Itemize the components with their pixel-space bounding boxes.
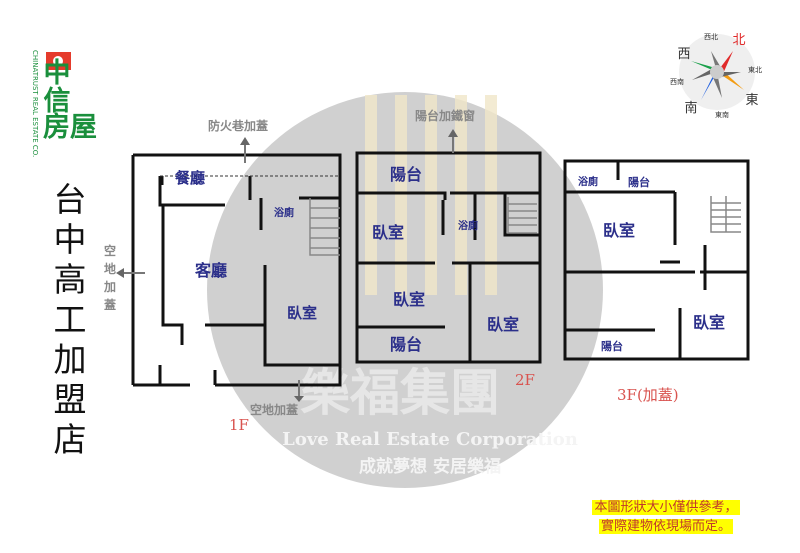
- room-bath: 浴廁: [578, 175, 598, 188]
- svg-text:西: 西: [677, 47, 690, 62]
- room-bedroom: 臥室: [693, 313, 725, 332]
- annotation-front-yard: 空地加蓋: [250, 402, 298, 417]
- svg-text:東北: 東北: [748, 65, 762, 74]
- room-labels: 餐廳 浴廁 客廳 臥室 陽台 臥室 浴廁 臥室 陽台 臥室 浴廁 陽台 臥室 陽…: [175, 165, 725, 354]
- walls: [131, 151, 750, 387]
- disclaimer: 本圖形狀大小僅供參考， 實際建物依現場而定。: [556, 498, 776, 536]
- room-balcony: 陽台: [390, 335, 422, 354]
- room-bedroom: 臥室: [393, 290, 425, 309]
- annotation-fire-lane: 防火巷加蓋: [208, 118, 268, 133]
- svg-text:西北: 西北: [704, 33, 718, 41]
- disclaimer-line-2: 實際建物依現場而定。: [598, 519, 733, 534]
- floor-labels: 1F 2F 3F(加蓋): [229, 371, 679, 434]
- room-bedroom: 臥室: [287, 304, 317, 322]
- room-bath: 浴廁: [274, 206, 294, 219]
- floor-label-1f: 1F: [229, 416, 249, 434]
- watermark-pillars: [365, 95, 497, 295]
- svg-text:南: 南: [684, 100, 697, 116]
- watermark-english: Love Real Estate Corporation: [282, 429, 578, 450]
- disclaimer-line-1: 本圖形狀大小僅供參考，: [592, 500, 740, 515]
- room-balcony: 陽台: [601, 339, 623, 353]
- annotations: 防火巷加蓋 空地加蓋 空地加蓋 陽台加鐵窗: [103, 108, 475, 417]
- svg-text:東: 東: [745, 92, 758, 108]
- floor-label-3f: 3F(加蓋): [617, 386, 679, 404]
- store-name: 台中高工加盟店: [53, 180, 87, 459]
- logo-brand: 中信房屋: [43, 58, 97, 143]
- floor-label-2f: 2F: [515, 371, 535, 389]
- room-living: 客廳: [195, 261, 227, 280]
- room-balcony: 陽台: [390, 165, 422, 184]
- annotation-balcony-grille: 陽台加鐵窗: [415, 108, 475, 123]
- compass: 北 西北 東北 東 東南 南 西南 西: [670, 33, 762, 119]
- watermark-slogan: 成就夢想 安居樂福: [359, 456, 501, 477]
- room-bedroom: 臥室: [372, 223, 404, 242]
- room-bedroom: 臥室: [603, 221, 635, 240]
- watermark-name: 樂福集團: [300, 363, 500, 422]
- arrows: [116, 129, 458, 402]
- room-bath: 浴廁: [458, 219, 478, 232]
- room-dining: 餐廳: [175, 169, 205, 187]
- svg-text:東南: 東南: [715, 110, 729, 119]
- stairs: [309, 196, 741, 256]
- svg-text:北: 北: [732, 33, 745, 48]
- svg-text:西南: 西南: [670, 77, 684, 86]
- annotation-side-yard: 空地加蓋: [103, 243, 116, 312]
- room-balcony: 陽台: [628, 175, 650, 189]
- logo-emblem: [53, 56, 63, 66]
- room-bedroom: 臥室: [487, 315, 519, 334]
- logo-english: CHINATRUST REAL ESTATE CO.: [31, 50, 39, 157]
